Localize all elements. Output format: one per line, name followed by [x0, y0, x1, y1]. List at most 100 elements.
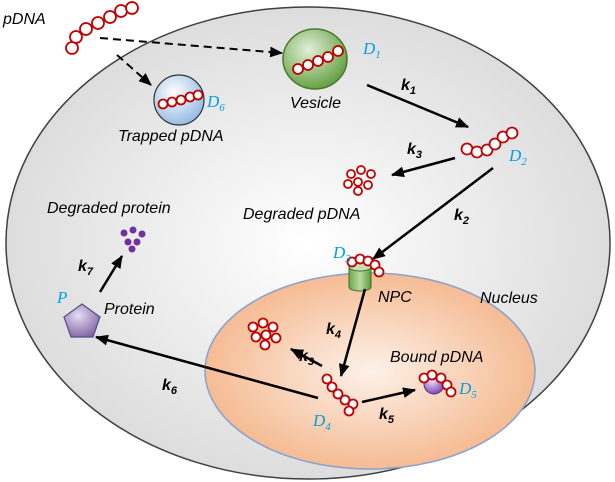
bound-pdna-label: Bound pDNA: [390, 349, 483, 366]
vesicle-pdna-strand: [292, 45, 344, 75]
rate-label-k4: k4: [326, 321, 341, 341]
rate-subscript: 2: [462, 215, 469, 227]
pdna-bead: [326, 381, 338, 393]
rate-subscript: 4: [334, 329, 341, 341]
protein-fragment: [133, 238, 141, 246]
rate-label-k6: k6: [162, 377, 178, 397]
degraded-protein-label: Degraded protein: [47, 200, 171, 217]
pdna-label: pDNA: [2, 11, 46, 28]
protein-fragment: [138, 230, 146, 238]
pdna-bead: [69, 30, 83, 44]
state-symbol: D: [508, 146, 522, 165]
protein-fragment: [128, 245, 136, 253]
dashed-arrow-to-vesicle: [99, 37, 284, 58]
pdna-bead: [343, 405, 355, 417]
state-symbol: D: [458, 379, 472, 398]
pdna-bead: [321, 373, 333, 385]
pdna-bead: [373, 266, 385, 278]
trapped-pdna-label: Trapped pDNA: [118, 128, 224, 145]
rate-subscript: 3: [416, 149, 422, 161]
pdna-bead: [445, 386, 457, 398]
rate-subscript: 6: [171, 385, 178, 397]
degraded-protein-fragments: [120, 226, 146, 253]
pdna-bead: [103, 10, 117, 24]
pdna-bead: [79, 22, 93, 36]
pdna-bead: [292, 63, 304, 75]
pdna-bead: [435, 372, 447, 384]
arrow-k1-escape: [366, 83, 470, 129]
rate-subscript: 1: [410, 85, 416, 97]
rate-subscript: 5: [388, 414, 395, 426]
rate-label-k1: k1: [401, 77, 416, 97]
pdna-bead: [175, 94, 187, 106]
state-symbol: D: [362, 39, 376, 58]
protein-fragment: [129, 226, 137, 234]
protein-fragment: [120, 229, 128, 237]
rate-label-k3-nucleus: k3: [299, 348, 314, 368]
rate-symbol: k: [379, 406, 389, 423]
protein-pentagon: [63, 303, 101, 338]
pdna-fragment: [353, 186, 363, 196]
state-subscript: 3: [344, 253, 351, 265]
pdna-fragment: [343, 179, 353, 189]
state-label-d2: D2: [508, 146, 527, 168]
pdna-fragment: [270, 332, 282, 344]
pdna-bead: [426, 369, 438, 381]
arrow-k6-expression: [94, 334, 319, 400]
npc-label: NPC: [378, 289, 412, 306]
pdna-bead: [505, 126, 519, 140]
state-label-d1: D1: [362, 39, 381, 61]
rate-label-k2: k2: [454, 207, 469, 227]
pdna-fragment: [346, 169, 356, 179]
state-label-d5: D5: [458, 379, 477, 401]
rate-label-k5: k5: [379, 406, 395, 426]
rate-symbol: k: [326, 321, 336, 338]
pdna-bead: [91, 16, 105, 30]
arrow-k3-cytoplasmic-degradation: [390, 156, 456, 178]
pdna-fragment: [257, 317, 269, 329]
pdna-bead: [332, 45, 344, 57]
rate-symbol: k: [454, 207, 464, 224]
state-subscript: 6: [219, 102, 225, 114]
rate-symbol: k: [299, 348, 309, 365]
pdna-bead: [157, 98, 169, 110]
rate-label-k3-cytoplasm: k3: [407, 141, 422, 161]
pdna-fragment: [366, 169, 376, 179]
rate-label-k7: k7: [78, 258, 94, 278]
nuclear-degraded-pdna-fragments: [247, 317, 282, 351]
pdna-fragment: [353, 177, 363, 187]
pdna-fragment: [363, 180, 373, 190]
bound-pdna-strand: [418, 369, 457, 398]
state-subscript: 1: [375, 49, 381, 61]
state-subscript: 5: [471, 389, 477, 401]
trapped-pdna-strand: [157, 89, 204, 110]
rate-subscript: 7: [87, 266, 94, 278]
rate-symbol: k: [78, 258, 88, 275]
state-label-d4: D4: [312, 411, 331, 433]
state-label-d3: D3: [332, 243, 351, 265]
pdna-fragment: [267, 321, 279, 333]
pdna-fragment: [250, 331, 262, 343]
pdna-fragment: [259, 339, 271, 351]
pdna-bead: [125, 1, 139, 15]
pdna-bead: [114, 4, 128, 18]
state-symbol: D: [206, 92, 220, 111]
pdna-bead: [166, 96, 178, 108]
state-symbol: D: [332, 243, 346, 262]
degraded-pdna-fragments: [343, 165, 376, 196]
arrow-k2-to-npc: [372, 167, 494, 260]
vesicle-label: Vesicle: [290, 95, 341, 112]
pdna-bead: [302, 59, 314, 71]
pdna-bead: [322, 51, 334, 63]
nuclear-pdna-strand: [321, 373, 359, 417]
protein-label: Protein: [104, 301, 155, 318]
pdna-fragment: [260, 329, 272, 341]
state-label-p: P: [56, 288, 67, 307]
free-pdna-strand: [65, 1, 139, 55]
state-subscript: 2: [521, 156, 527, 168]
cytosolic-pdna-strand: [460, 126, 519, 159]
rate-symbol: k: [401, 77, 411, 94]
arrow-k3-nuclear-degradation: [290, 347, 323, 368]
state-symbol: D: [312, 411, 326, 430]
